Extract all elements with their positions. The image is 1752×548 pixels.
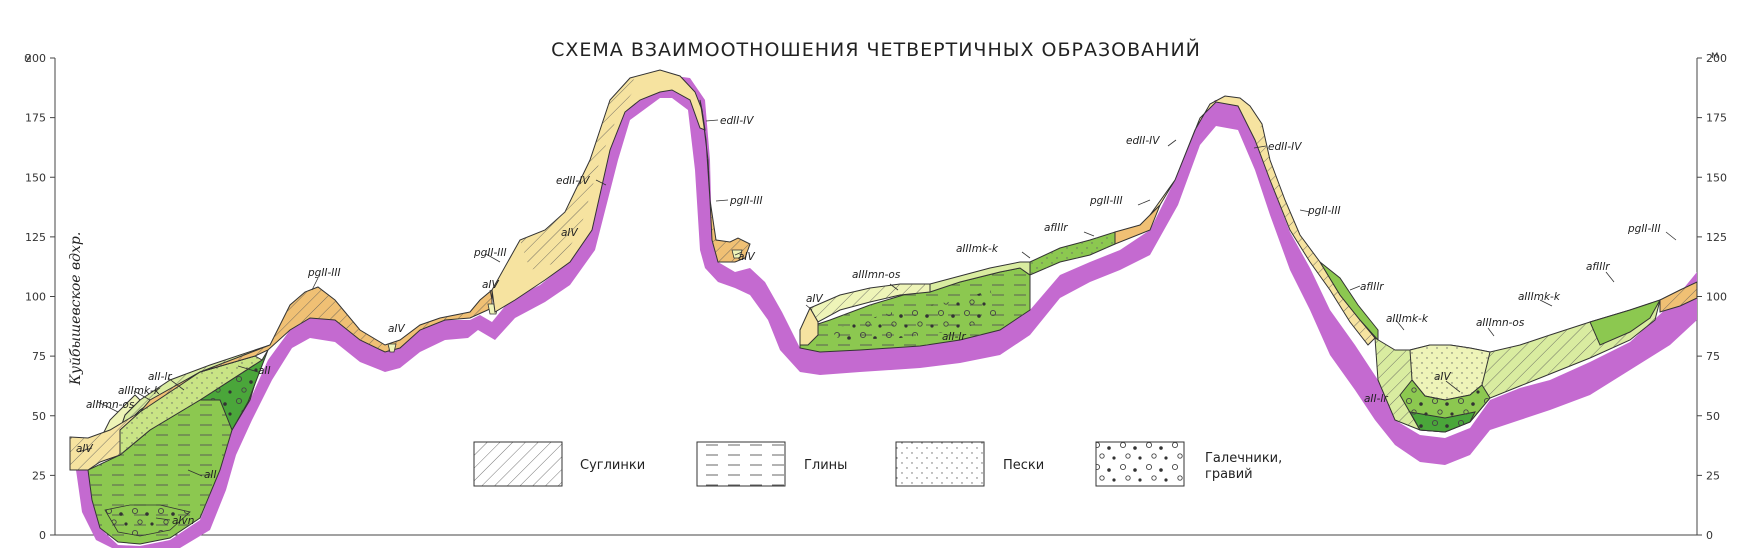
- left-tick-label: 150: [25, 171, 46, 184]
- label-pgII-III-6: pgII-III: [1627, 223, 1661, 235]
- right-axis: м 0 25 50 75 100 125 150 175 200: [1696, 50, 1727, 542]
- layer-label-text: aIV aIIImn-os aIIImk-k aII-lr aII aII aI…: [76, 115, 1661, 527]
- legend-label-loam: Суглинки: [580, 458, 645, 473]
- legend-item-clay: Глины: [696, 441, 847, 487]
- legend-item-sand: Пески: [895, 441, 1044, 487]
- label-aIIImn-os-left: aIIImn-os: [86, 399, 135, 411]
- left-tick-label: 200: [25, 52, 46, 65]
- legend: Суглинки Глины Пески Галечники, гравий: [473, 441, 1282, 487]
- legend-swatch-sand: [895, 441, 985, 487]
- legend-swatch-clay: [696, 441, 786, 487]
- label-edII-IV-1: edII-IV: [556, 175, 590, 187]
- right-axis-unit: м: [1711, 50, 1719, 61]
- label-aIV-5: aIV: [738, 251, 756, 263]
- right-tick-label: 200: [1706, 52, 1727, 65]
- legend-label-sand: Пески: [1003, 458, 1044, 473]
- label-aIV-2: aIV: [388, 323, 406, 335]
- legend-swatch-gravel: [1095, 441, 1185, 487]
- left-tick-label: 175: [25, 112, 46, 125]
- label-aIV-4: aIV: [561, 227, 579, 239]
- label-aIIImk-k-mid: aIIImk-k: [956, 243, 999, 255]
- label-aII-left-deep: aII: [204, 469, 217, 481]
- label-aIV-left: aIV: [76, 443, 94, 455]
- label-edII-IV-3: edII-IV: [1126, 135, 1160, 147]
- label-aIV-6: aIV: [806, 293, 824, 305]
- middle-terraces: [799, 204, 1161, 353]
- label-afIIlr-mid: afIIlr: [1044, 222, 1068, 234]
- label-pgII-III-2: pgII-III: [473, 247, 507, 259]
- right-tick-label: 100: [1706, 291, 1727, 304]
- right-peak: [1149, 95, 1376, 346]
- right-tick-label: 150: [1706, 171, 1727, 184]
- left-tick-label: 125: [25, 231, 46, 244]
- right-tick-label: 125: [1706, 231, 1727, 244]
- legend-swatch-loam: [473, 441, 563, 487]
- right-valley-fill: [1319, 261, 1698, 433]
- label-aIV-3: aIV: [482, 279, 500, 291]
- label-aIvn: aIvn: [172, 515, 194, 527]
- left-axis-unit: м: [24, 53, 32, 64]
- reservoir-label: Куйбышевское вдхр.: [68, 232, 84, 386]
- legend-label-gravel-2: гравий: [1205, 467, 1253, 482]
- label-edII-IV-2: edII-IV: [720, 115, 754, 127]
- label-aIIImn-os-mid: aIIImn-os: [852, 269, 901, 281]
- label-afIIlr-right-2: afIIlr: [1586, 261, 1610, 273]
- label-aII-lr-left: aII-lr: [148, 371, 172, 383]
- left-tick-label: 100: [25, 291, 46, 304]
- legend-item-loam: Суглинки: [473, 441, 645, 487]
- label-aIIImk-k-left: aIIImk-k: [118, 385, 161, 397]
- legend-label-gravel: Галечники,: [1205, 451, 1282, 466]
- label-aIV-right: aIV: [1434, 371, 1452, 383]
- right-tick-label: 50: [1706, 410, 1720, 423]
- left-axis: м 0 25 50 75 100 125 150 175 200: [24, 52, 56, 542]
- legend-item-gravel: Галечники, гравий: [1095, 441, 1282, 487]
- right-tick-label: 0: [1706, 529, 1713, 542]
- label-edII-IV-4: edII-IV: [1268, 141, 1302, 153]
- label-aII-lr-mid: aII-lr: [942, 331, 966, 343]
- label-pgII-III-3: pgII-III: [729, 195, 763, 207]
- central-peak: [491, 69, 751, 313]
- legend-label-clay: Глины: [804, 458, 847, 473]
- diagram-title: СХЕМА ВЗАИМООТНОШЕНИЯ ЧЕТВЕРТИЧНЫХ ОБРАЗ…: [551, 38, 1201, 61]
- label-aIl-left: aII: [258, 365, 271, 377]
- label-pgII-III-1: pgII-III: [307, 267, 341, 279]
- label-pgII-III-4: pgII-III: [1089, 195, 1123, 207]
- label-pgII-III-5: pgII-III: [1307, 205, 1341, 217]
- left-tick-label: 0: [39, 529, 46, 542]
- label-afIIlr-right: afIIlr: [1360, 281, 1384, 293]
- left-tick-label: 50: [32, 410, 46, 423]
- label-aIIImk-k-right-2: aIIImk-k: [1518, 291, 1561, 303]
- left-tick-label: 75: [32, 350, 46, 363]
- layer-labels: [77, 119, 1677, 521]
- label-aII-lr-right: aII-lr: [1364, 393, 1388, 405]
- left-tick-label: 25: [32, 469, 46, 482]
- right-tick-label: 175: [1706, 112, 1727, 125]
- label-aIIImk-k-right-1: aIIImk-k: [1386, 313, 1429, 325]
- right-tick-label: 75: [1706, 350, 1720, 363]
- right-tick-label: 25: [1706, 469, 1720, 482]
- label-aIIImn-os-right: aIIImn-os: [1476, 317, 1525, 329]
